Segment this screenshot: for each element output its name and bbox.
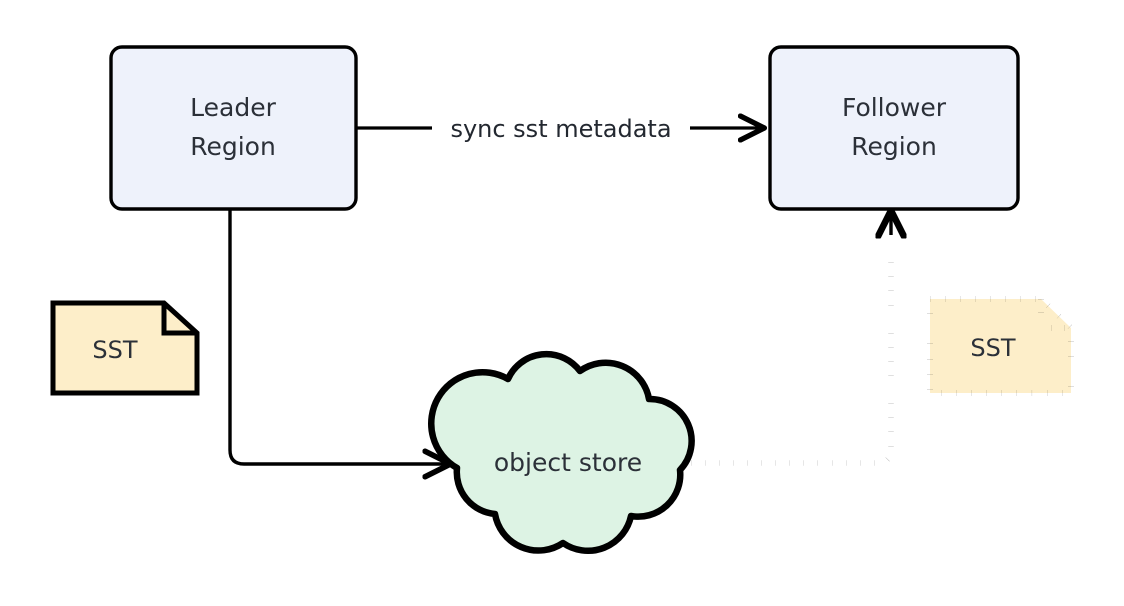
sst-leader-body[interactable] bbox=[50, 300, 200, 396]
object-store-label: object store bbox=[494, 448, 642, 477]
object-store-cloud-shape[interactable] bbox=[427, 350, 695, 555]
leader-region-label-line2: Region bbox=[190, 132, 276, 161]
edge-fetch-from-object-store bbox=[691, 213, 894, 466]
edge-upload-to-object-store bbox=[228, 210, 448, 464]
follower-region-label-line2: Region bbox=[851, 132, 937, 161]
node-sst-leader[interactable]: SST bbox=[50, 300, 200, 396]
node-object-store[interactable]: object store bbox=[427, 350, 695, 555]
edge-sync-metadata: sync sst metadata bbox=[357, 115, 762, 143]
edge-sync-metadata-label: sync sst metadata bbox=[450, 115, 671, 143]
node-leader-region[interactable]: Leader Region bbox=[109, 45, 358, 211]
follower-region-label-line1: Follower bbox=[842, 93, 947, 122]
sst-follower-body[interactable] bbox=[930, 299, 1071, 393]
node-follower-region[interactable]: Follower Region bbox=[768, 45, 1020, 211]
sst-follower-label: SST bbox=[970, 334, 1015, 362]
edge-upload-path bbox=[228, 210, 448, 464]
sst-leader-label: SST bbox=[92, 336, 137, 364]
leader-region-label-line1: Leader bbox=[190, 93, 276, 122]
leader-region-box[interactable] bbox=[109, 45, 358, 211]
sst-leader-fold-corner-icon bbox=[161, 303, 197, 336]
edge-fetch-path bbox=[691, 242, 894, 466]
node-sst-follower[interactable]: SST bbox=[927, 296, 1074, 396]
follower-region-box[interactable] bbox=[768, 45, 1020, 211]
